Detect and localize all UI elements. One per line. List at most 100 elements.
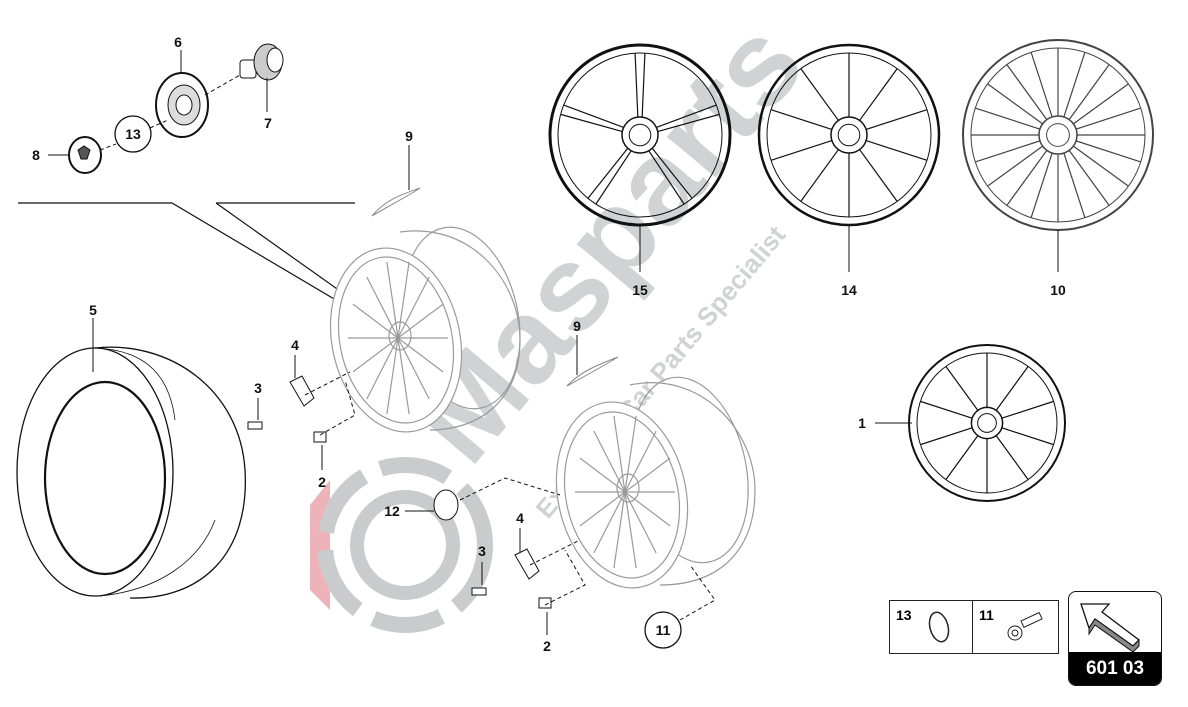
wheel-spoke bbox=[1006, 64, 1048, 120]
wheel-15 bbox=[548, 43, 732, 227]
tpms-sensor-4 bbox=[289, 355, 315, 407]
tpms-sensor-4b bbox=[514, 528, 540, 580]
callout-13: 13 bbox=[125, 126, 141, 142]
wheel-spoke bbox=[366, 337, 399, 400]
locking-nut-7 bbox=[239, 43, 284, 81]
wheel-spoke bbox=[987, 83, 1043, 125]
wheel-spoke bbox=[634, 53, 639, 118]
callout-circle bbox=[644, 611, 682, 649]
wheel-14 bbox=[757, 43, 941, 227]
wheel-assembly-upper bbox=[329, 226, 521, 433]
watermark-red-shape bbox=[310, 480, 330, 610]
wheel-spoke bbox=[397, 337, 410, 415]
valve-2 bbox=[313, 431, 327, 470]
wheel-spoke bbox=[920, 427, 973, 446]
wheel-spoke bbox=[613, 415, 626, 493]
leader-line bbox=[18, 202, 401, 339]
wheel-hub-bore bbox=[1046, 123, 1070, 147]
callout-6: 6 bbox=[174, 34, 182, 50]
watermark-disc-icon bbox=[317, 457, 493, 633]
callout-15: 15 bbox=[632, 282, 648, 298]
wheel-spoke bbox=[1075, 107, 1141, 130]
wheel-spoke bbox=[1006, 150, 1048, 206]
callout-3: 3 bbox=[254, 380, 262, 396]
wheel-spoke bbox=[1068, 64, 1110, 120]
o-ring-icon bbox=[928, 611, 950, 643]
wheel-spoke bbox=[945, 435, 979, 480]
wheel-spoke bbox=[624, 415, 637, 493]
wheel-spoke bbox=[859, 68, 898, 121]
wheel-spoke bbox=[1073, 145, 1129, 187]
callout-4: 4 bbox=[516, 510, 524, 526]
accessory-legend: 13 11 bbox=[889, 600, 1059, 654]
valve-3 bbox=[247, 398, 263, 430]
callout-3: 3 bbox=[478, 543, 486, 559]
wheel-spoke bbox=[397, 337, 444, 373]
legend-number: 11 bbox=[979, 607, 994, 623]
callout-4: 4 bbox=[291, 337, 299, 353]
wheel-bolt-icon bbox=[1007, 611, 1043, 641]
wheel-spoke bbox=[865, 109, 928, 131]
wheel-spoke bbox=[1073, 83, 1129, 125]
wheel-spoke bbox=[624, 430, 657, 493]
wheel-spoke bbox=[1075, 140, 1141, 163]
wheel-spoke bbox=[579, 491, 626, 527]
wheel-hub-bore bbox=[837, 123, 861, 147]
wheel-spoke bbox=[397, 261, 410, 339]
wheel-spoke bbox=[800, 68, 839, 121]
callout-10: 10 bbox=[1050, 282, 1066, 298]
wheel-spoke bbox=[859, 149, 898, 202]
wheel-spoke bbox=[352, 303, 399, 339]
reference-code: 601 03 bbox=[1069, 652, 1161, 685]
wheel-hub bbox=[1038, 115, 1078, 155]
callout-14: 14 bbox=[841, 282, 857, 298]
wheel-spoke bbox=[1001, 400, 1054, 419]
tire-5 bbox=[16, 346, 246, 599]
leader-line bbox=[149, 119, 169, 129]
wheel-spoke bbox=[987, 145, 1043, 187]
wheel-spoke bbox=[770, 109, 833, 131]
wheel-spoke bbox=[656, 104, 717, 128]
callout-2: 2 bbox=[318, 474, 326, 490]
wheel-spoke bbox=[386, 261, 399, 339]
valve-2b bbox=[538, 597, 552, 635]
callout-9: 9 bbox=[573, 318, 581, 334]
wheel-hub bbox=[970, 406, 1004, 440]
callout-1: 1 bbox=[858, 415, 866, 431]
balance-weight-9 bbox=[371, 187, 421, 217]
hub-part-6 bbox=[155, 72, 209, 138]
wheel-spoke bbox=[624, 457, 671, 493]
wheel-spoke bbox=[651, 147, 693, 199]
wheel-spoke bbox=[397, 276, 430, 339]
callout-12: 12 bbox=[384, 503, 400, 519]
wheel-spoke bbox=[995, 435, 1029, 480]
wheel-spoke bbox=[770, 139, 833, 161]
callout-9: 9 bbox=[405, 128, 413, 144]
wheel-spoke bbox=[945, 366, 979, 411]
legend-cell-13: 13 bbox=[890, 601, 973, 653]
callout-8: 8 bbox=[32, 147, 40, 163]
wheel-spoke bbox=[657, 113, 720, 133]
wheel-spoke bbox=[1063, 152, 1086, 218]
callout-11: 11 bbox=[656, 622, 671, 638]
wheel-spoke bbox=[995, 366, 1029, 411]
leader-line bbox=[204, 74, 241, 96]
wheel-spoke bbox=[975, 107, 1041, 130]
wheel-spoke bbox=[1030, 52, 1053, 118]
legend-cell-11: 11 bbox=[973, 601, 1058, 653]
wheel-spoke bbox=[641, 53, 646, 118]
arrow-icon bbox=[1080, 603, 1140, 652]
legend-number: 13 bbox=[896, 607, 912, 623]
wheel-10 bbox=[962, 39, 1154, 231]
dashed-guides bbox=[304, 371, 716, 621]
wheel-spoke bbox=[613, 491, 626, 569]
leader-line bbox=[99, 143, 117, 151]
wheel-spoke bbox=[366, 276, 399, 339]
center-cap-8 bbox=[68, 136, 102, 174]
wheel-hub bbox=[830, 116, 868, 154]
wheel-spoke bbox=[920, 400, 973, 419]
wheel-spoke bbox=[1068, 150, 1110, 206]
wheel-spoke bbox=[587, 147, 629, 199]
wheel-1 bbox=[908, 344, 1066, 502]
